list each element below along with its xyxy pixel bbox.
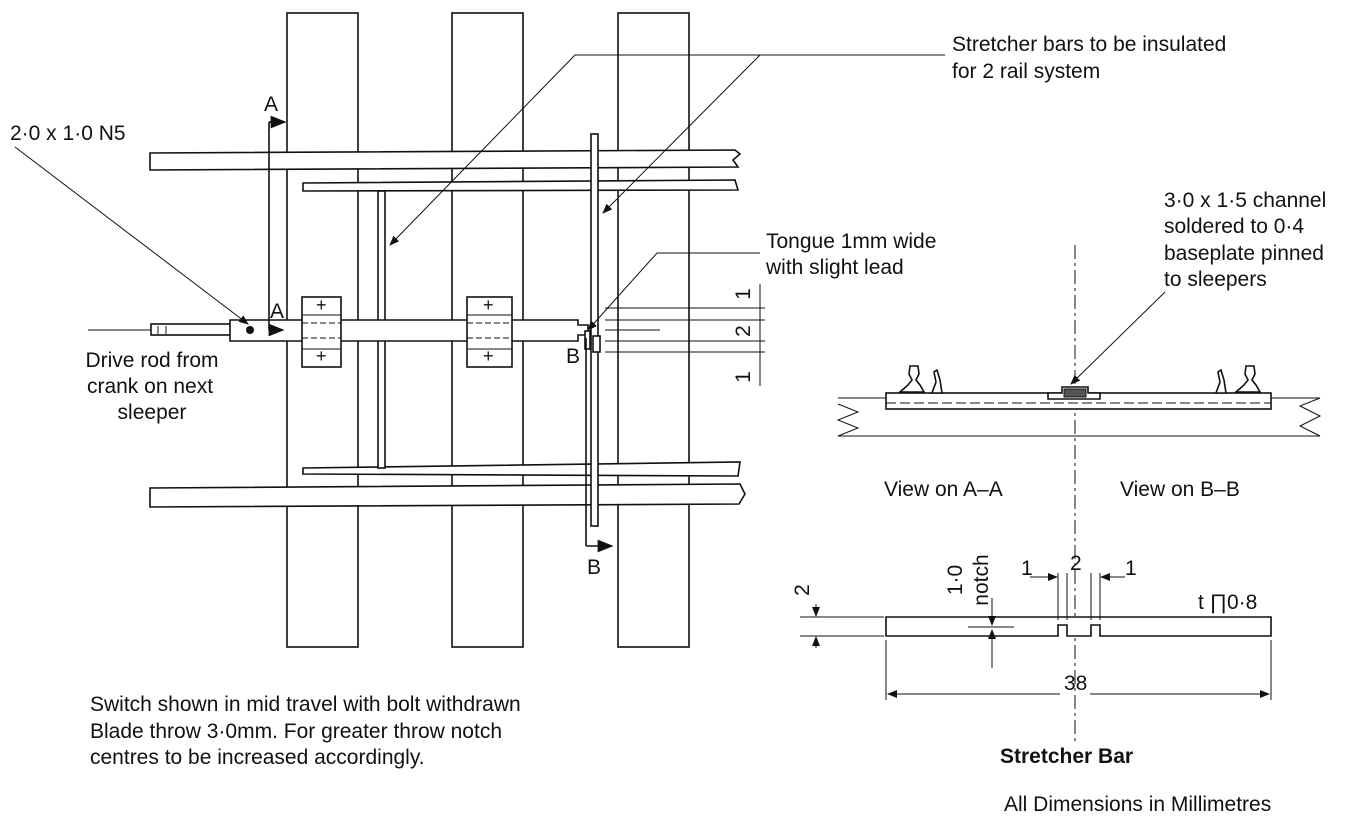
stretcher-bar-detail	[800, 573, 1272, 700]
label-insulated-1: Stretcher bars to be insulated	[952, 33, 1226, 56]
label-drive-1: Drive rod from	[85, 349, 218, 372]
dim-notch-centre: 2	[1070, 552, 1082, 575]
section-b-label: B	[566, 345, 580, 368]
tongue	[584, 330, 591, 350]
plus-mark-1: +	[316, 295, 327, 315]
label-nut-spec: 2·0 x 1·0 N5	[10, 122, 126, 145]
label-units: All Dimensions in Millimetres	[1004, 793, 1271, 816]
rail-profile-right	[1214, 365, 1262, 394]
section-a-label-top: A	[264, 93, 278, 116]
note-line-3: centres to be increased accordingly.	[90, 746, 425, 769]
rail-profile-left	[897, 365, 943, 394]
dim-notch-depth: 1·0	[944, 565, 967, 595]
plus-mark-3: +	[483, 295, 494, 315]
label-tongue-1: Tongue 1mm wide	[766, 230, 936, 253]
note-line-2: Blade throw 3·0mm. For greater throw not…	[90, 720, 502, 743]
label-drive-2: crank on next	[87, 375, 213, 398]
slide-bar	[229, 319, 589, 342]
dim-bar-height: 2	[791, 584, 814, 596]
dim-notch-left: 1	[1021, 557, 1033, 580]
section-markers: A A B B	[264, 93, 614, 579]
switch-blade-top	[302, 179, 740, 192]
stretcher-bar-right	[590, 133, 599, 527]
section-a-label: A	[270, 300, 284, 323]
dim-gap-mid: 2	[732, 325, 755, 337]
dim-gap-bottom: 1	[732, 371, 755, 383]
leaders	[14, 54, 945, 331]
label-channel-3: baseplate pinned	[1164, 242, 1324, 265]
bolt	[592, 335, 601, 353]
dim-notch-right: 1	[1125, 557, 1137, 580]
label-channel-1: 3·0 x 1·5 channel	[1164, 189, 1326, 212]
guide-left	[301, 296, 342, 368]
title-stretcher-bar: Stretcher Bar	[1000, 745, 1133, 768]
plus-mark-2: +	[316, 346, 327, 366]
stock-rail-top	[149, 149, 742, 171]
stretcher-bar-profile	[885, 616, 1272, 637]
guide-right	[466, 296, 513, 368]
dim-gap-top: 1	[732, 288, 755, 300]
pivot-pin	[246, 326, 254, 334]
label-channel-4: to sleepers	[1164, 268, 1267, 291]
sleeper-section	[836, 397, 1322, 437]
label-insulated-2: for 2 rail system	[952, 60, 1100, 83]
label-tongue-2: with slight lead	[765, 256, 904, 279]
label-view-aa: View on A–A	[884, 478, 1003, 501]
label-drive-3: sleeper	[118, 401, 187, 424]
operating-rod: + + + +	[88, 295, 601, 368]
dim-thickness: t ∏0·8	[1198, 591, 1257, 614]
section-view	[836, 245, 1322, 741]
stock-rail-bottom	[149, 483, 746, 508]
label-view-bb: View on B–B	[1120, 478, 1240, 501]
plus-mark-4: +	[483, 346, 494, 366]
dim-notch-word: notch	[970, 554, 993, 605]
note-line-1: Switch shown in mid travel with bolt wit…	[90, 693, 521, 716]
gap-dimension: 1 2 1	[605, 284, 765, 386]
section-b-label-bottom: B	[587, 556, 601, 579]
dim-bar-length: 38	[1064, 672, 1087, 695]
drive-rod-end	[150, 323, 234, 336]
stretcher-bar-section	[1063, 388, 1087, 398]
label-channel-2: soldered to 0·4	[1164, 215, 1304, 238]
